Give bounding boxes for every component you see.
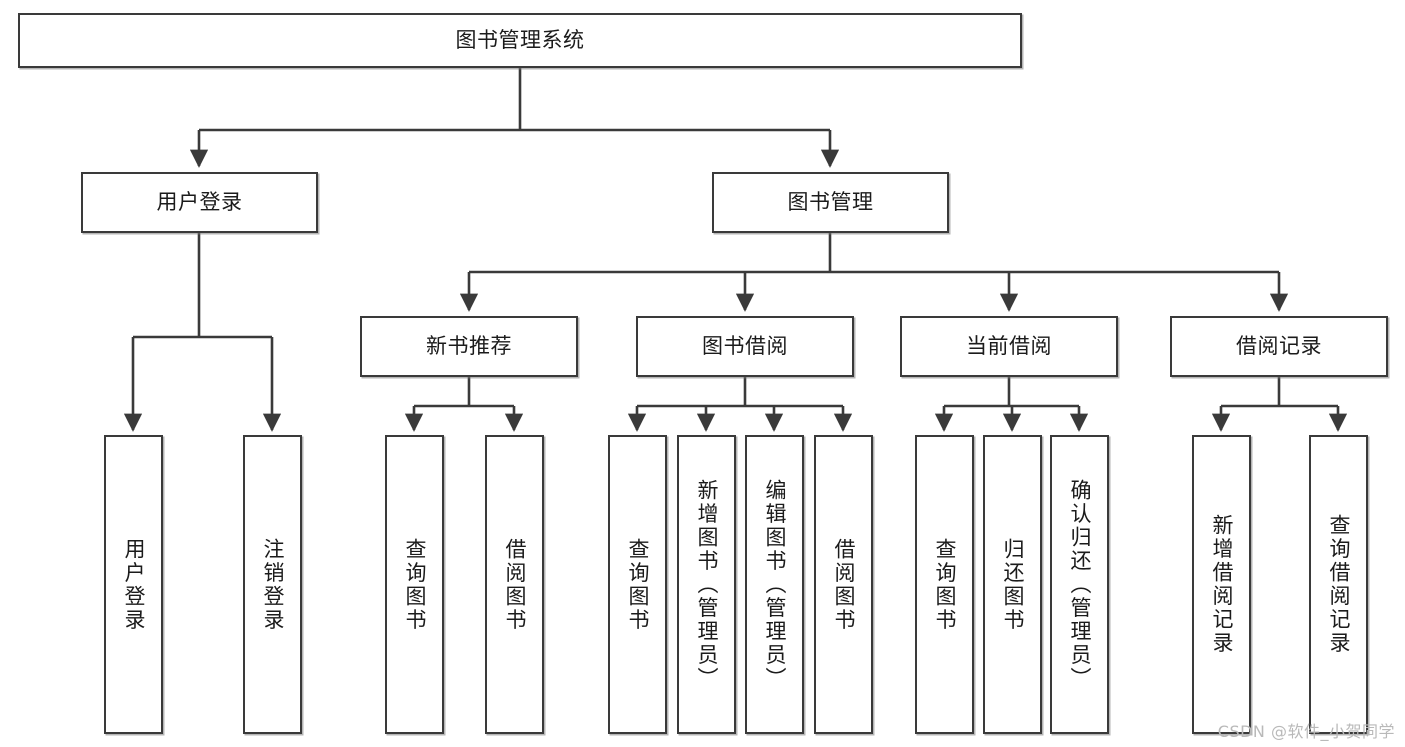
leaf-new-book-query[interactable]: 查询图书 <box>385 435 444 734</box>
leaf-current-borrow-return[interactable]: 归还图书 <box>983 435 1042 734</box>
node-new-book-recommend[interactable]: 新书推荐 <box>360 316 578 377</box>
leaf-current-borrow-confirm-return[interactable]: 确认归还（管理员） <box>1050 435 1109 734</box>
leaf-book-borrow-add[interactable]: 新增图书（管理员） <box>677 435 736 734</box>
node-root-system[interactable]: 图书管理系统 <box>18 13 1022 68</box>
leaf-user-login-login[interactable]: 用户登录 <box>104 435 163 734</box>
leaf-borrow-record-add[interactable]: 新增借阅记录 <box>1192 435 1251 734</box>
node-label: 图书借阅 <box>702 333 788 358</box>
node-borrow-record[interactable]: 借阅记录 <box>1170 316 1388 377</box>
node-label: 借阅图书 <box>502 537 527 632</box>
node-label: 图书管理系统 <box>455 27 585 52</box>
node-label: 查询图书 <box>932 537 957 632</box>
leaf-book-borrow-borrow[interactable]: 借阅图书 <box>814 435 873 734</box>
node-label: 归还图书 <box>1000 537 1025 632</box>
node-current-borrow[interactable]: 当前借阅 <box>900 316 1118 377</box>
leaf-borrow-record-query[interactable]: 查询借阅记录 <box>1309 435 1368 734</box>
leaf-new-book-borrow[interactable]: 借阅图书 <box>485 435 544 734</box>
node-label: 查询图书 <box>625 537 650 632</box>
node-label: 新书推荐 <box>426 333 512 358</box>
leaf-user-login-logout[interactable]: 注销登录 <box>243 435 302 734</box>
node-label: 注销登录 <box>260 537 285 632</box>
node-label: 借阅图书 <box>831 537 856 632</box>
node-label: 查询借阅记录 <box>1326 514 1351 655</box>
node-book-borrow[interactable]: 图书借阅 <box>636 316 854 377</box>
node-book-management[interactable]: 图书管理 <box>712 172 949 233</box>
leaf-current-borrow-query[interactable]: 查询图书 <box>915 435 974 734</box>
node-label: 用户登录 <box>156 189 243 214</box>
node-label: 编辑图书（管理员） <box>762 478 787 691</box>
node-label: 借阅记录 <box>1236 333 1322 358</box>
node-label: 确认归还（管理员） <box>1067 478 1092 691</box>
node-label: 用户登录 <box>121 537 146 632</box>
node-label: 查询图书 <box>402 537 427 632</box>
node-label: 新增图书（管理员） <box>694 478 719 691</box>
node-label: 当前借阅 <box>966 333 1052 358</box>
node-label: 新增借阅记录 <box>1209 514 1234 655</box>
leaf-book-borrow-query[interactable]: 查询图书 <box>608 435 667 734</box>
node-user-login[interactable]: 用户登录 <box>81 172 318 233</box>
csdn-watermark: CSDN @软件_小贺同学 <box>1217 722 1395 741</box>
leaf-book-borrow-edit[interactable]: 编辑图书（管理员） <box>745 435 804 734</box>
node-label: 图书管理 <box>787 189 874 214</box>
